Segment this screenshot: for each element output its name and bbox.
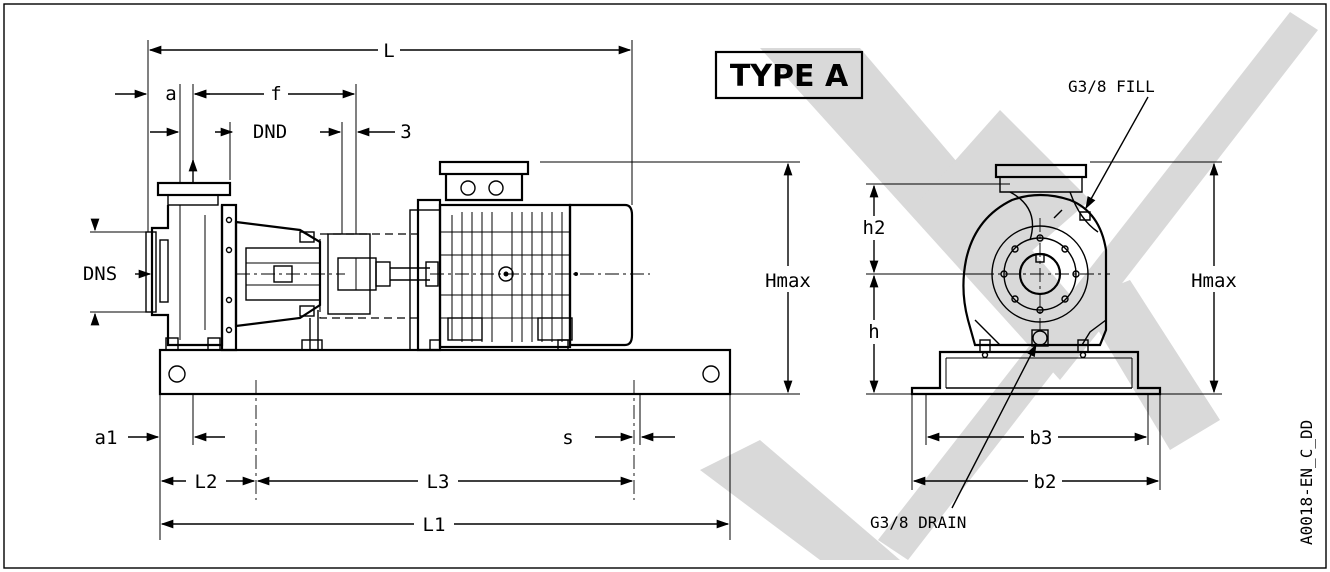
label-L3: L3 [427,471,450,493]
label-dns: DNS [83,263,117,285]
baseplate-hole-left [168,365,186,383]
label-h: h [868,321,879,343]
label-a1: a1 [95,427,118,449]
label-L2: L2 [195,471,218,493]
watermark-stroke [700,12,1318,560]
label-b3: b3 [1030,427,1053,449]
leader-drain [951,343,1037,509]
front-view: L a f DND 3 DNS Hmax a1 s L2 L3 L1 [83,40,820,540]
leader-fill [1085,96,1149,210]
motor [409,160,650,352]
label-hmax-side: Hmax [1191,270,1237,292]
side-base-bracket [910,350,1162,396]
callout-drain: G3/8 DRAIN [870,513,966,532]
label-a: a [165,83,176,105]
baseplate [158,348,732,396]
label-coupling-gap: 3 [400,121,411,143]
drawing-border [3,3,1327,569]
baseplate-hole-right [702,365,720,383]
drawing-title: TYPE A [730,59,849,94]
fill-plug [1079,211,1091,221]
label-dnd: DND [253,121,287,143]
terminal-box-lid [438,160,530,176]
coupling-guard [319,233,419,319]
terminal-box [444,174,524,202]
label-f: f [270,83,281,105]
pump-casing [145,181,238,352]
label-L1: L1 [423,514,446,536]
drain-plug [1032,330,1048,346]
callout-fill: G3/8 FILL [1068,77,1155,96]
label-s: s [562,427,573,449]
label-b2: b2 [1034,471,1057,493]
label-L: L [383,40,394,62]
label-hmax-front: Hmax [765,270,811,292]
side-volute [962,193,1108,347]
coupling [319,233,430,319]
side-view: h2 h Hmax b3 b2 G3/8 FILL G3/8 DRAIN [860,77,1246,532]
drawing-code: A0018-EN_C_DD [1297,420,1316,545]
label-h2: h2 [863,217,886,239]
title-box: TYPE A [714,50,864,100]
